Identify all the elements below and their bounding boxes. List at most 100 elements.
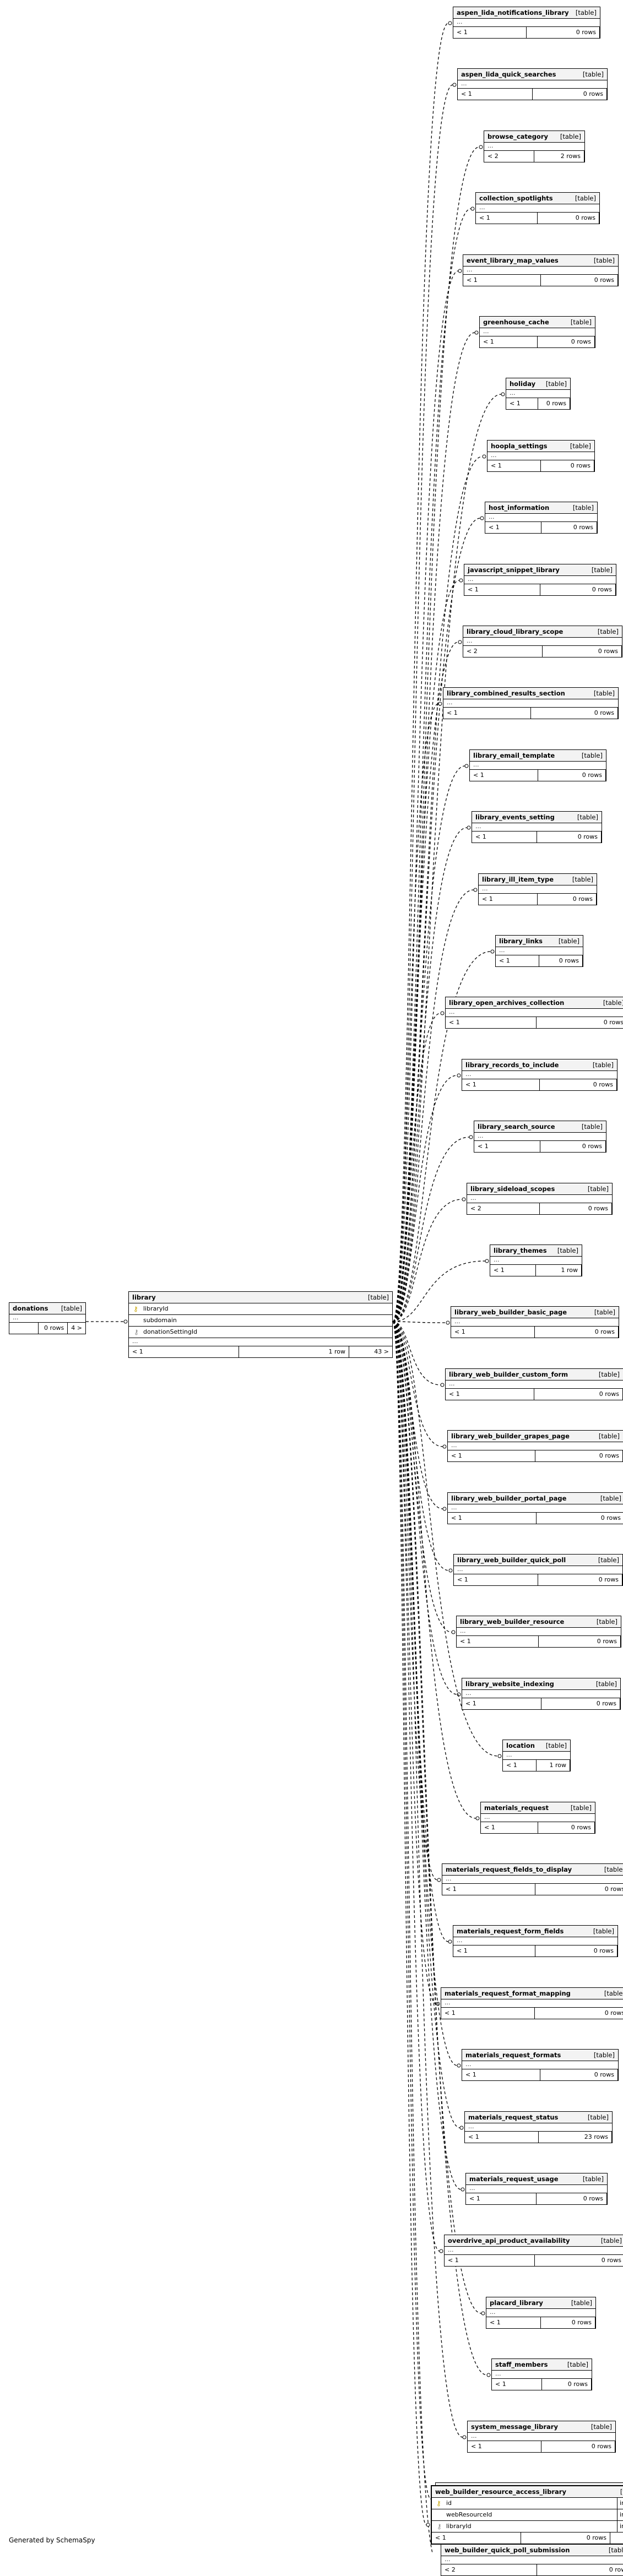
table-name[interactable]: browse_category	[487, 133, 548, 140]
table-library-web-builder-quick-poll[interactable]: library_web_builder_quick_poll[table]...…	[453, 1554, 623, 1586]
parents-count[interactable]: < 1	[458, 89, 533, 100]
table-library-web-builder-portal-page[interactable]: library_web_builder_portal_page[table]..…	[447, 1492, 623, 1524]
table-name[interactable]: library_links	[499, 937, 543, 945]
table-name[interactable]: library_combined_results_section	[447, 689, 565, 697]
parents-count[interactable]: < 1	[465, 2132, 539, 2143]
table-name[interactable]: staff_members	[495, 2361, 548, 2368]
table-name[interactable]: location	[506, 1742, 535, 1749]
table-name[interactable]: system_message_library	[471, 2423, 558, 2431]
table-materials-request-fields-to-display[interactable]: materials_request_fields_to_display[tabl…	[442, 1863, 623, 1895]
parents-count[interactable]: < 1	[464, 584, 540, 595]
parents-count[interactable]: < 1	[441, 2008, 535, 2019]
parents-count[interactable]: < 1	[442, 1884, 535, 1895]
library-column[interactable]: ⚷donationSettingId	[129, 1327, 392, 1338]
table-aspen-lida-notifications-library[interactable]: aspen_lida_notifications_library[table].…	[453, 7, 600, 39]
parents-count[interactable]: < 1	[474, 1141, 540, 1152]
table-name[interactable]: library_records_to_include	[465, 1061, 559, 1069]
parents-count[interactable]: < 1	[462, 1079, 540, 1090]
parents-count[interactable]: < 1	[445, 2255, 535, 2266]
table-library-web-builder-resource[interactable]: library_web_builder_resource[table]...< …	[456, 1616, 621, 1648]
table-name[interactable]: materials_request_usage	[469, 2175, 559, 2183]
table-name[interactable]: library_web_builder_grapes_page	[451, 1432, 570, 1440]
parents-count[interactable]: < 2	[441, 2564, 537, 2575]
table-name[interactable]: materials_request_status	[468, 2113, 559, 2121]
parents-count[interactable]: < 1	[466, 2193, 537, 2204]
resource-access-column[interactable]: webResourceIdint[10]	[432, 2509, 623, 2521]
library-column[interactable]: ⚷libraryId	[129, 1303, 392, 1315]
table-library-combined-results-section[interactable]: library_combined_results_section[table].…	[443, 687, 619, 719]
parents-count[interactable]: < 1	[448, 1450, 535, 1461]
table-name[interactable]: event_library_map_values	[467, 257, 559, 264]
table-name[interactable]: library_ill_item_type	[482, 876, 554, 883]
parents-count[interactable]: < 1	[472, 832, 537, 843]
parents-count[interactable]: < 1	[492, 2379, 542, 2390]
table-name[interactable]: greenhouse_cache	[483, 318, 549, 326]
table-name[interactable]: library_web_builder_basic_page	[454, 1308, 567, 1316]
table-name[interactable]: library_cloud_library_scope	[467, 628, 564, 635]
parents-count[interactable]: < 1	[481, 1822, 538, 1833]
table-name[interactable]: library	[132, 1294, 156, 1301]
table-name[interactable]: holiday	[510, 380, 536, 388]
parents-count[interactable]: < 1	[446, 1017, 537, 1028]
parents-count[interactable]: < 1	[496, 955, 539, 966]
table-name[interactable]: aspen_lida_notifications_library	[457, 9, 569, 17]
table-name[interactable]: host_information	[489, 504, 550, 512]
table-library-open-archives-collection[interactable]: library_open_archives_collection[table].…	[445, 997, 623, 1029]
table-library-web-builder-grapes-page[interactable]: library_web_builder_grapes_page[table]..…	[447, 1430, 623, 1462]
table-name[interactable]: library_web_builder_custom_form	[449, 1371, 568, 1378]
table-name[interactable]: overdrive_api_product_availability	[448, 2237, 570, 2245]
table-name[interactable]: placard_library	[490, 2299, 543, 2307]
table-name[interactable]: aspen_lida_quick_searches	[461, 70, 556, 78]
parents-count[interactable]: < 2	[463, 646, 543, 657]
parents-count[interactable]: < 1	[462, 2069, 540, 2080]
parents-count[interactable]: < 1	[432, 2532, 521, 2544]
parents-count[interactable]: < 1	[506, 398, 538, 409]
table-name[interactable]: collection_spotlights	[479, 194, 553, 202]
parents-count[interactable]: < 1	[470, 770, 538, 781]
table-web-builder-quick-poll-submission[interactable]: web_builder_quick_poll_submission[table]…	[441, 2544, 623, 2576]
parents-count[interactable]: < 1	[486, 2317, 541, 2328]
parents-count[interactable]: < 1	[443, 708, 531, 719]
parents-count[interactable]: < 1	[451, 1327, 535, 1338]
children-count[interactable]: 0 >	[610, 2532, 623, 2544]
table-name[interactable]: web_builder_quick_poll_submission	[445, 2546, 570, 2554]
table-library-web-builder-custom-form[interactable]: library_web_builder_custom_form[table]..…	[445, 1368, 623, 1400]
parents-count[interactable]: < 1	[446, 1389, 534, 1400]
table-name[interactable]: library_web_builder_quick_poll	[457, 1556, 566, 1564]
parents-count[interactable]: < 1	[462, 1698, 541, 1709]
table-name[interactable]: library_email_template	[473, 752, 555, 759]
table-name[interactable]: donations	[13, 1305, 48, 1312]
parents-count[interactable]: < 1	[468, 2441, 541, 2452]
table-name[interactable]: materials_request_fields_to_display	[446, 1866, 572, 1873]
table-library-cloud-library-scope[interactable]: library_cloud_library_scope[table]...< 2…	[463, 626, 622, 657]
table-name[interactable]: library_themes	[494, 1247, 547, 1254]
parents-count[interactable]: < 2	[484, 151, 534, 162]
parents-count[interactable]: < 1	[487, 460, 541, 471]
parents-count[interactable]: < 1	[453, 27, 527, 38]
parents-count[interactable]: < 1	[485, 522, 541, 533]
library-column[interactable]: subdomain	[129, 1315, 392, 1327]
table-name[interactable]: library_open_archives_collection	[449, 999, 565, 1007]
resource-access-column[interactable]: ⚷idint[10]	[432, 2498, 623, 2509]
